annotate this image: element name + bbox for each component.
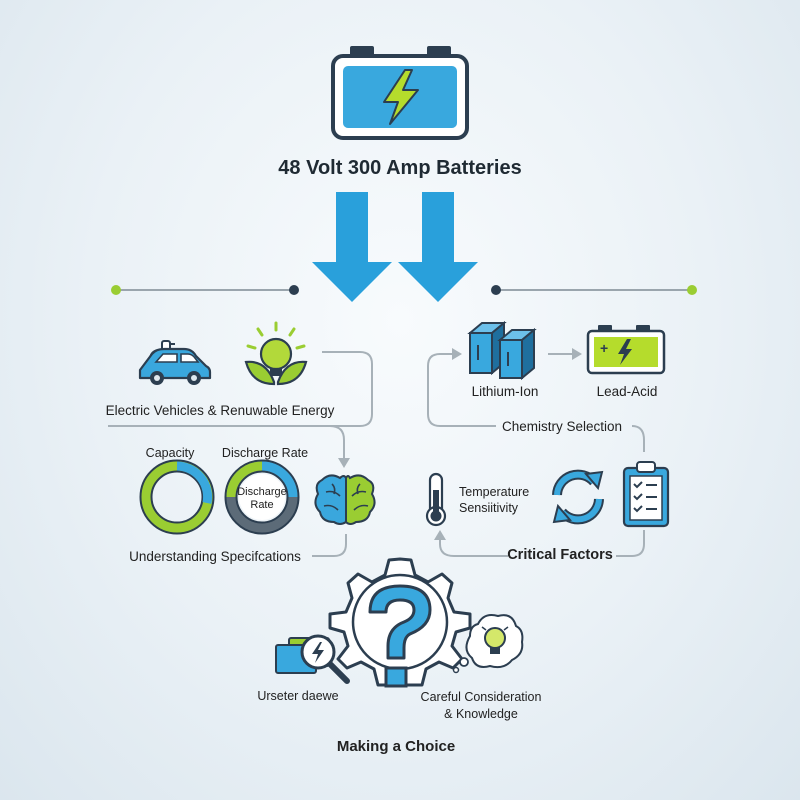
flow-lines <box>108 348 645 557</box>
gear-question-icon <box>328 557 472 688</box>
making-a-choice-label: Making a Choice <box>336 738 456 755</box>
idea-lightbulb-icon <box>452 614 524 674</box>
clipboard-checklist-icon <box>622 461 670 528</box>
main-battery-icon <box>331 46 469 140</box>
discharge-rate-label: Discharge Rate <box>221 446 309 460</box>
svg-text:+: + <box>600 340 608 356</box>
careful-consideration-label: Careful Consideration & Knowledge <box>421 689 542 723</box>
lithium-ion-battery-icon <box>467 320 537 381</box>
careful-line1: Careful Consideration <box>420 690 542 704</box>
chemistry-selection-label: Chemistry Selection <box>501 419 623 434</box>
lead-acid-label: Lead-Acid <box>596 384 658 399</box>
refresh-cycle-icon <box>552 469 604 525</box>
electric-vehicles-label: Electric Vehicles & Renuwable Energy <box>105 403 335 418</box>
renewable-bulb-icon <box>244 321 308 386</box>
down-arrow-right <box>398 192 478 302</box>
donut-center-label: Discharge Rate <box>237 486 287 512</box>
critical-factors-label: Critical Factors <box>507 547 613 563</box>
lithium-ion-label: Lithium-Ion <box>471 384 539 399</box>
capacity-label: Capacity <box>145 446 195 460</box>
careful-line2: & Knowledge <box>444 707 518 721</box>
research-magnifier-icon <box>275 634 350 684</box>
donut-center-line2: Rate <box>250 499 274 511</box>
donut-center-line1: Discharge <box>237 486 287 498</box>
diagram-title: 48 Volt 300 Amp Batteries <box>278 157 522 179</box>
lead-acid-battery-icon: + <box>586 325 666 375</box>
temperature-line1: Temperature <box>459 485 530 499</box>
understanding-specifications-label: Understanding Specifcations <box>129 549 301 564</box>
temperature-line2: Sensiitivity <box>459 501 519 515</box>
down-arrow-left <box>312 192 392 302</box>
capacity-ring-chart <box>139 459 215 535</box>
discharge-rate-donut <box>224 459 300 535</box>
electric-car-icon <box>138 340 212 385</box>
temperature-sensitivity-label: Temperature Sensiitivity <box>459 484 529 516</box>
research-label: Urseter daewe <box>257 689 339 703</box>
thermometer-icon <box>425 472 447 527</box>
left-connector-line <box>111 285 299 295</box>
right-connector-line <box>491 285 697 295</box>
brain-icon <box>314 474 376 525</box>
